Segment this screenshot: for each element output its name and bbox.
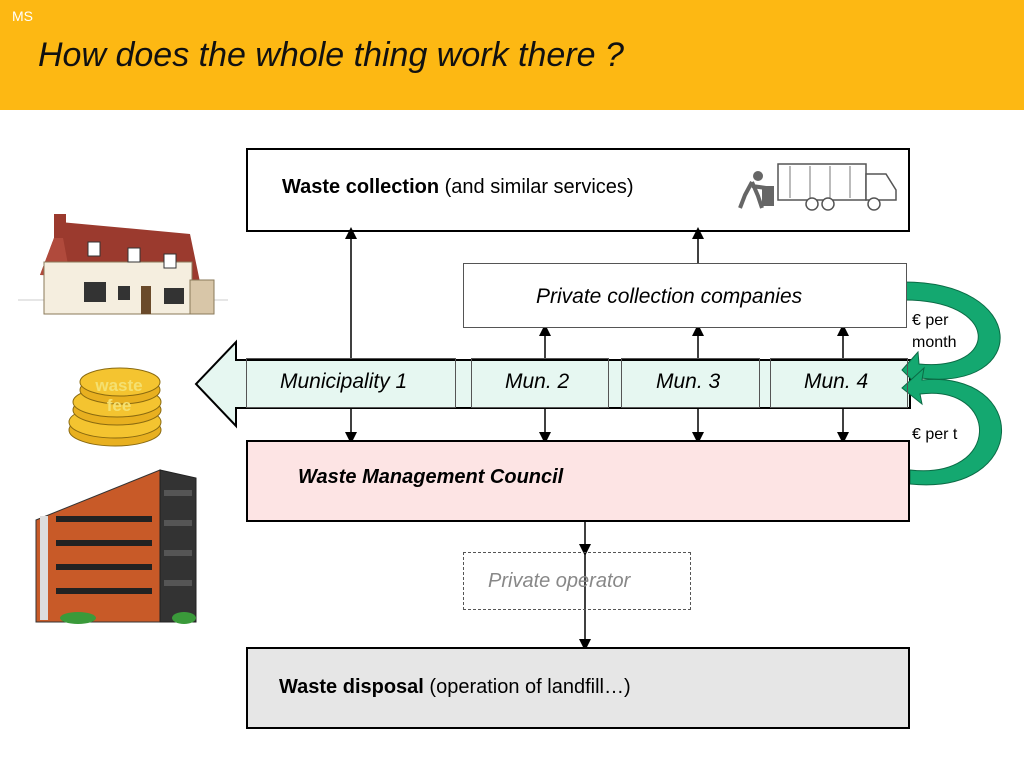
private-operator-label: Private operator — [488, 570, 631, 592]
private-collection-box — [463, 263, 907, 328]
house-icon — [18, 214, 228, 315]
fee-per-month-label: € per month — [912, 312, 957, 351]
private-collection-label: Private collection companies — [536, 285, 803, 308]
waste-disposal-box — [246, 647, 910, 729]
municipality-4-label: Mun. 4 — [804, 370, 869, 393]
private-operator-box — [463, 552, 691, 610]
apartment-building-icon — [35, 469, 197, 624]
waste-fee-arrow — [194, 339, 911, 429]
waste-collection-subtitle: (and similar services) — [439, 176, 634, 198]
municipality-4-box — [770, 358, 908, 408]
green-arrow-per-t — [901, 366, 1002, 486]
waste-disposal-subtitle: (operation of landfill…) — [423, 676, 631, 698]
waste-collection-box — [246, 148, 910, 232]
waste-fee-label: waste fee — [95, 376, 143, 415]
waste-collection-title: Waste collection — [282, 176, 440, 198]
header-bar: MS How does the whole thing work there ? — [0, 0, 1024, 110]
garbage-truck-icon — [777, 163, 897, 211]
page-title: How does the whole thing work there ? — [38, 36, 624, 74]
fee-per-t-label: € per t — [912, 426, 958, 443]
header-tag: MS — [12, 8, 33, 24]
waste-management-council-label: Waste Management Council — [298, 466, 564, 488]
worker-icon — [738, 171, 774, 209]
waste-collection-label: Waste collection (and similar services) — [282, 176, 634, 199]
municipality-2-box — [471, 358, 609, 408]
coins-icon — [68, 367, 162, 447]
municipality-3-box — [621, 358, 760, 408]
municipality-1-box — [246, 358, 456, 408]
waste-disposal-title: Waste disposal — [279, 676, 424, 698]
municipality-3-label: Mun. 3 — [656, 370, 721, 393]
waste-management-council-box — [246, 440, 910, 522]
municipality-1-label: Municipality 1 — [280, 370, 408, 393]
municipality-2-label: Mun. 2 — [505, 370, 570, 393]
waste-disposal-label: Waste disposal (operation of landfill…) — [279, 676, 631, 699]
